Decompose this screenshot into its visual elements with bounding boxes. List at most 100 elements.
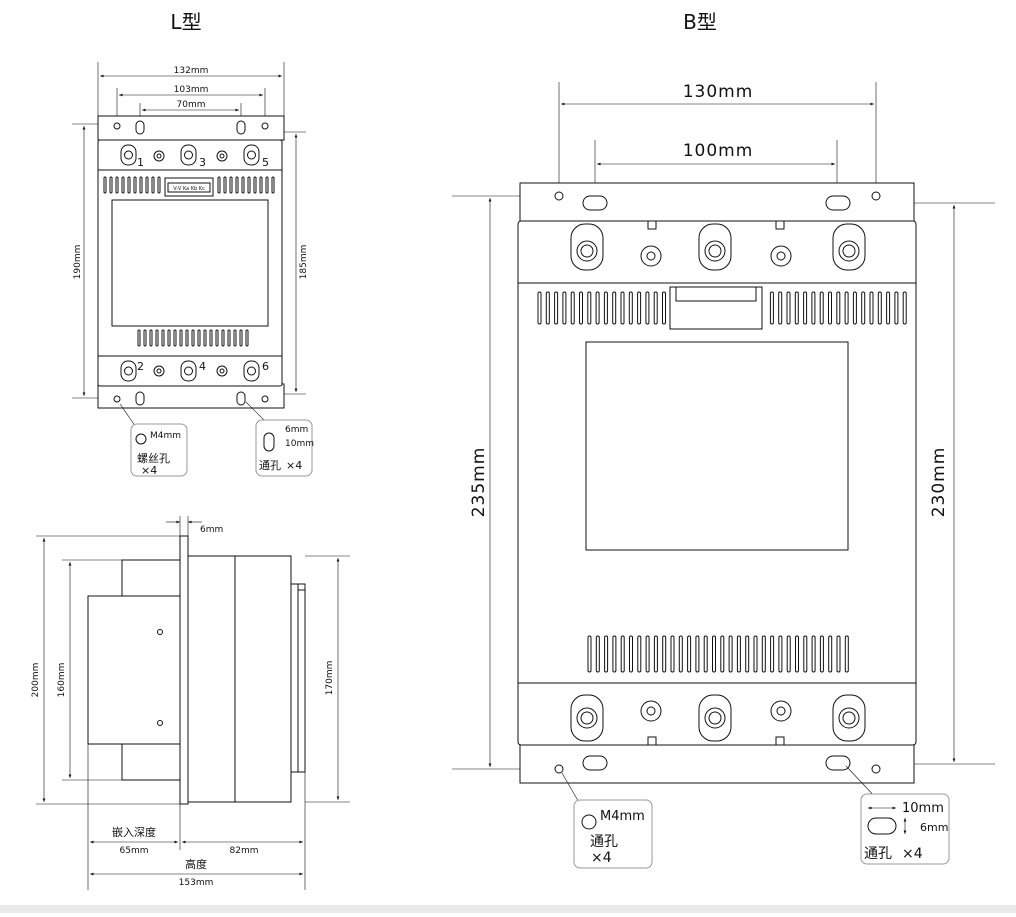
b-height-235: 235mm (469, 447, 489, 518)
vent-slot (587, 291, 592, 325)
vent-slot (109, 176, 113, 194)
vent-slot (778, 635, 783, 673)
vent-slot (149, 329, 153, 347)
vent-slot (215, 329, 219, 347)
l-terminal-6: 6 (262, 360, 269, 373)
vent-slot (247, 176, 251, 194)
l-screw-name: 螺丝孔 (137, 452, 170, 465)
vent-slot (803, 291, 808, 325)
vent-slot (191, 329, 195, 347)
vent-slot (239, 329, 243, 347)
vent-slot (127, 176, 131, 194)
vent-slot (736, 635, 741, 673)
l-side-170: 170mm (325, 661, 335, 696)
vent-slot (161, 329, 165, 347)
vent-slot (770, 635, 775, 673)
vent-slot (137, 329, 141, 347)
b-top-vents (537, 291, 907, 325)
l-top-vents (103, 176, 275, 194)
vent-slot (167, 329, 171, 347)
b-width-130: 130mm (683, 82, 754, 102)
vent-slot (537, 291, 542, 325)
vent-slot (253, 176, 257, 194)
vent-slot (852, 291, 857, 325)
b-height-230: 230mm (929, 447, 949, 518)
vent-slot (612, 635, 617, 673)
vent-slot (828, 635, 833, 673)
l-total-depth: 153mm (179, 878, 214, 888)
b-slot-count: ×4 (902, 846, 923, 862)
vent-slot (241, 176, 245, 194)
vent-slot (595, 291, 600, 325)
vent-slot (902, 291, 907, 325)
vent-slot (819, 291, 824, 325)
vent-slot (861, 291, 866, 325)
vent-slot (628, 291, 633, 325)
vent-slot (836, 291, 841, 325)
vent-slot (795, 635, 799, 673)
vent-slot (155, 329, 159, 347)
vent-slot (678, 635, 683, 673)
vent-slot (695, 635, 700, 673)
l-label-plate: V-V Ka Kb Kc (173, 186, 205, 192)
vent-slot (703, 635, 708, 673)
b-screw-size: M4mm (600, 809, 645, 824)
vent-slot (761, 635, 766, 673)
l-terminal-5: 5 (262, 156, 269, 169)
vent-slot (227, 329, 231, 347)
vent-slot (769, 291, 774, 325)
vent-slot (886, 291, 891, 325)
vent-slot (203, 329, 207, 347)
l-type-title: L型 (170, 10, 201, 34)
vent-slot (620, 635, 625, 673)
vent-slot (197, 329, 201, 347)
vent-slot (844, 291, 849, 325)
vent-slot (595, 635, 600, 673)
vent-slot (570, 291, 575, 325)
vent-slot (811, 635, 816, 673)
l-terminal-1: 1 (137, 156, 144, 169)
l-width-70: 70mm (177, 100, 206, 110)
vent-slot (603, 291, 608, 325)
vent-slot (157, 176, 161, 194)
vent-slot (670, 635, 675, 673)
vent-slot (794, 291, 799, 325)
vent-slot (229, 176, 233, 194)
vent-slot (235, 176, 239, 194)
vent-slot (179, 329, 183, 347)
vent-slot (653, 291, 658, 325)
l-width-132: 132mm (174, 66, 209, 76)
vent-slot (645, 291, 650, 325)
b-width-100: 100mm (683, 141, 754, 161)
vent-slot (637, 635, 642, 673)
vent-slot (233, 329, 237, 347)
vent-slot (819, 635, 824, 673)
l-screw-count: ×4 (141, 464, 157, 477)
l-side-6mm: 6mm (200, 525, 223, 535)
l-embed-label: 嵌入深度 (112, 825, 156, 839)
b-slot-height: 6mm (920, 821, 948, 834)
vent-slot (185, 329, 189, 347)
l-slot-name: 通孔 (259, 459, 281, 472)
vent-slot (223, 176, 227, 194)
l-screw-size: M4mm (150, 431, 181, 441)
b-screw-name: 通孔 (590, 834, 618, 850)
bottom-strip (0, 905, 1016, 913)
vent-slot (786, 291, 791, 325)
vent-slot (620, 291, 625, 325)
b-type-front-view: 130mm 100mm 235mm 230mm (452, 82, 995, 869)
vent-slot (217, 176, 221, 194)
l-embed-depth: 65mm (120, 846, 149, 856)
l-type-side-view: 6mm 200mm 160mm 170mm 嵌入 (31, 516, 350, 890)
b-type-title: B型 (683, 10, 717, 34)
vent-slot (844, 635, 849, 673)
vent-slot (562, 291, 567, 325)
vent-slot (587, 635, 592, 673)
vent-slot (265, 176, 269, 194)
l-slot-count: ×4 (286, 459, 302, 472)
b-slot-name: 通孔 (864, 846, 892, 862)
b-screw-count: ×4 (591, 850, 612, 866)
vent-slot (545, 291, 550, 325)
